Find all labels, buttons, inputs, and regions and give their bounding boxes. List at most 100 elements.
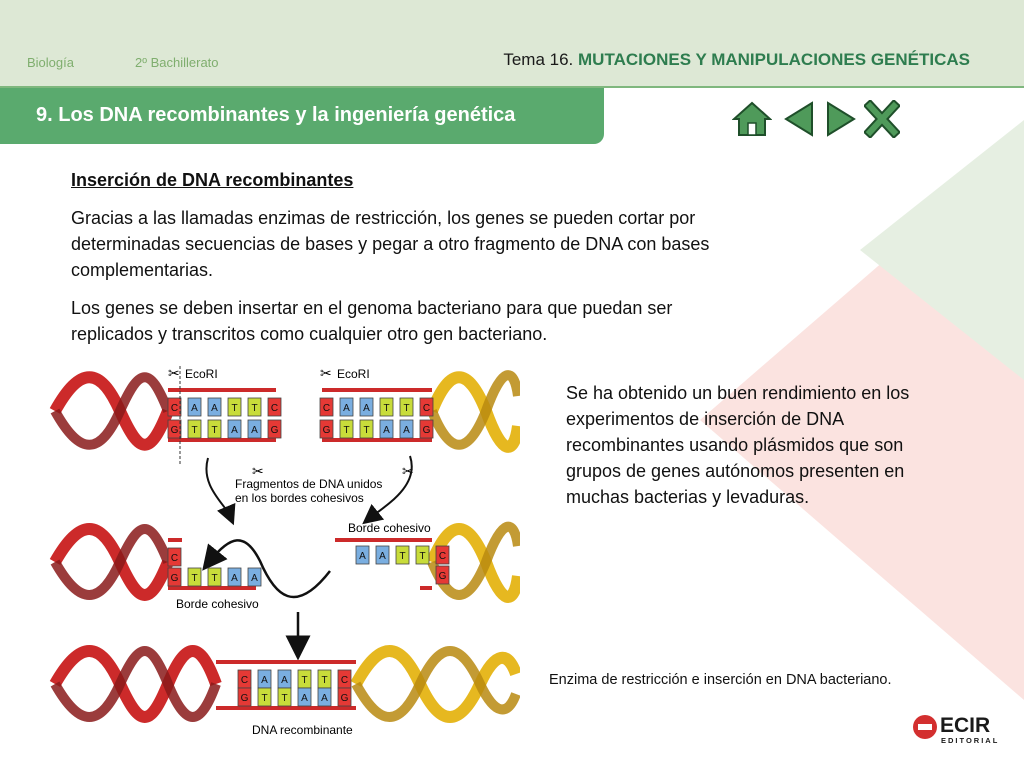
base-pair-block	[277, 687, 292, 707]
base-pair-block	[237, 687, 252, 707]
paragraph-2: Los genes se deben insertar en el genoma…	[71, 295, 672, 347]
level-label: 2º Bachillerato	[135, 55, 219, 70]
forward-arrow-icon[interactable]	[824, 100, 858, 138]
base-letter: C	[423, 403, 430, 414]
base-letter: C	[439, 551, 446, 562]
base-pair-block	[267, 419, 282, 439]
base-pair-block	[187, 567, 202, 587]
base-letter: G	[341, 693, 349, 704]
base-pair-block	[257, 687, 272, 707]
base-letter: T	[403, 403, 409, 414]
base-letter: T	[281, 693, 287, 704]
base-pair-block	[247, 397, 262, 417]
topic-name: MUTACIONES Y MANIPULACIONES GENÉTICAS	[578, 50, 970, 69]
base-pair-block	[435, 565, 450, 585]
paragraph-3-line: muchas bacterias y levaduras.	[566, 487, 810, 507]
base-letter: C	[241, 675, 248, 686]
topic-title: Tema 16. MUTACIONES Y MANIPULACIONES GEN…	[503, 50, 970, 70]
base-letter: A	[343, 403, 350, 414]
fragments-label-2: en los bordes cohesivos	[235, 491, 364, 505]
base-pair-block	[167, 567, 182, 587]
base-letter: G	[323, 425, 331, 436]
base-pair-block	[167, 547, 182, 567]
base-pair-block	[167, 419, 182, 439]
paragraph-2-line: Los genes se deben insertar en el genoma…	[71, 298, 673, 318]
base-letter: C	[271, 403, 278, 414]
base-pair-block	[355, 545, 370, 565]
figure-caption: Enzima de restricción e inserción en DNA…	[549, 672, 892, 688]
subject-label: Biología	[27, 55, 74, 70]
base-pair-block	[359, 419, 374, 439]
base-pair-block	[247, 567, 262, 587]
base-pair-block	[399, 397, 414, 417]
paragraph-3-line: Se ha obtenido un buen rendimiento en lo…	[566, 383, 910, 403]
logo-subtitle: EDITORIAL	[941, 736, 1000, 745]
base-pair-block	[379, 419, 394, 439]
base-pair-block	[167, 397, 182, 417]
arrow	[202, 539, 331, 599]
base-pair-block	[247, 419, 262, 439]
arrow	[362, 455, 413, 525]
base-pair-block	[319, 397, 334, 417]
base-letter: G	[241, 693, 249, 704]
base-letter: G	[439, 571, 447, 582]
logo-name: ECIR	[940, 714, 991, 737]
base-letter: A	[301, 693, 308, 704]
base-pair-block	[297, 687, 312, 707]
home-icon[interactable]	[732, 100, 772, 138]
paragraph-3: Se ha obtenido un buen rendimiento en lo…	[566, 380, 909, 510]
base-letter: G	[271, 425, 279, 436]
base-pair-block	[267, 397, 282, 417]
base-letter: T	[399, 551, 405, 562]
base-letter: A	[251, 573, 258, 584]
ecir-logo-icon	[913, 715, 937, 739]
base-pair-block	[207, 397, 222, 417]
paragraph-1-line: determinadas secuencias de bases y pegar…	[71, 234, 710, 254]
enzyme-label-right: EcoRI	[337, 367, 370, 381]
base-letter: T	[251, 403, 257, 414]
base-pair-block	[317, 687, 332, 707]
base-letter: G	[171, 425, 179, 436]
recombinant-label: DNA recombinante	[252, 723, 353, 737]
scissors-icon: ✂	[402, 463, 414, 479]
base-letter: T	[363, 425, 369, 436]
scissors-icon: ✂	[320, 365, 332, 381]
close-icon[interactable]	[864, 100, 900, 138]
base-letter: T	[301, 675, 307, 686]
cohesive-edge-label-right: Borde cohesivo	[348, 521, 431, 535]
base-letter: A	[231, 573, 238, 584]
paragraph-1-line: complementarias.	[71, 260, 214, 280]
base-pair-block	[337, 687, 352, 707]
base-letter: T	[211, 573, 217, 584]
base-letter: T	[191, 573, 197, 584]
base-pair-block	[419, 397, 434, 417]
base-pair-block	[319, 419, 334, 439]
section-bar: 9. Los DNA recombinantes y la ingeniería…	[0, 88, 604, 144]
base-letter: A	[383, 425, 390, 436]
base-pair-block	[435, 545, 450, 565]
base-letter: A	[359, 551, 366, 562]
arrow	[205, 457, 236, 526]
scissors-icon: ✂	[168, 365, 180, 381]
base-letter: T	[231, 403, 237, 414]
paragraph-2-line: replicados y transcritos como cualquier …	[71, 324, 548, 344]
back-arrow-icon[interactable]	[782, 100, 816, 138]
base-pair-block	[419, 419, 434, 439]
base-pair-block	[227, 567, 242, 587]
paragraph-1-line: Gracias a las llamadas enzimas de restri…	[71, 208, 696, 228]
subheading: Inserción de DNA recombinantes	[71, 170, 354, 190]
base-letter: C	[171, 403, 178, 414]
base-letter: C	[323, 403, 330, 414]
base-pair-block	[207, 419, 222, 439]
base-letter: A	[251, 425, 258, 436]
base-letter: A	[191, 403, 198, 414]
base-pair-block	[379, 397, 394, 417]
base-letter: T	[343, 425, 349, 436]
base-letter: A	[363, 403, 370, 414]
